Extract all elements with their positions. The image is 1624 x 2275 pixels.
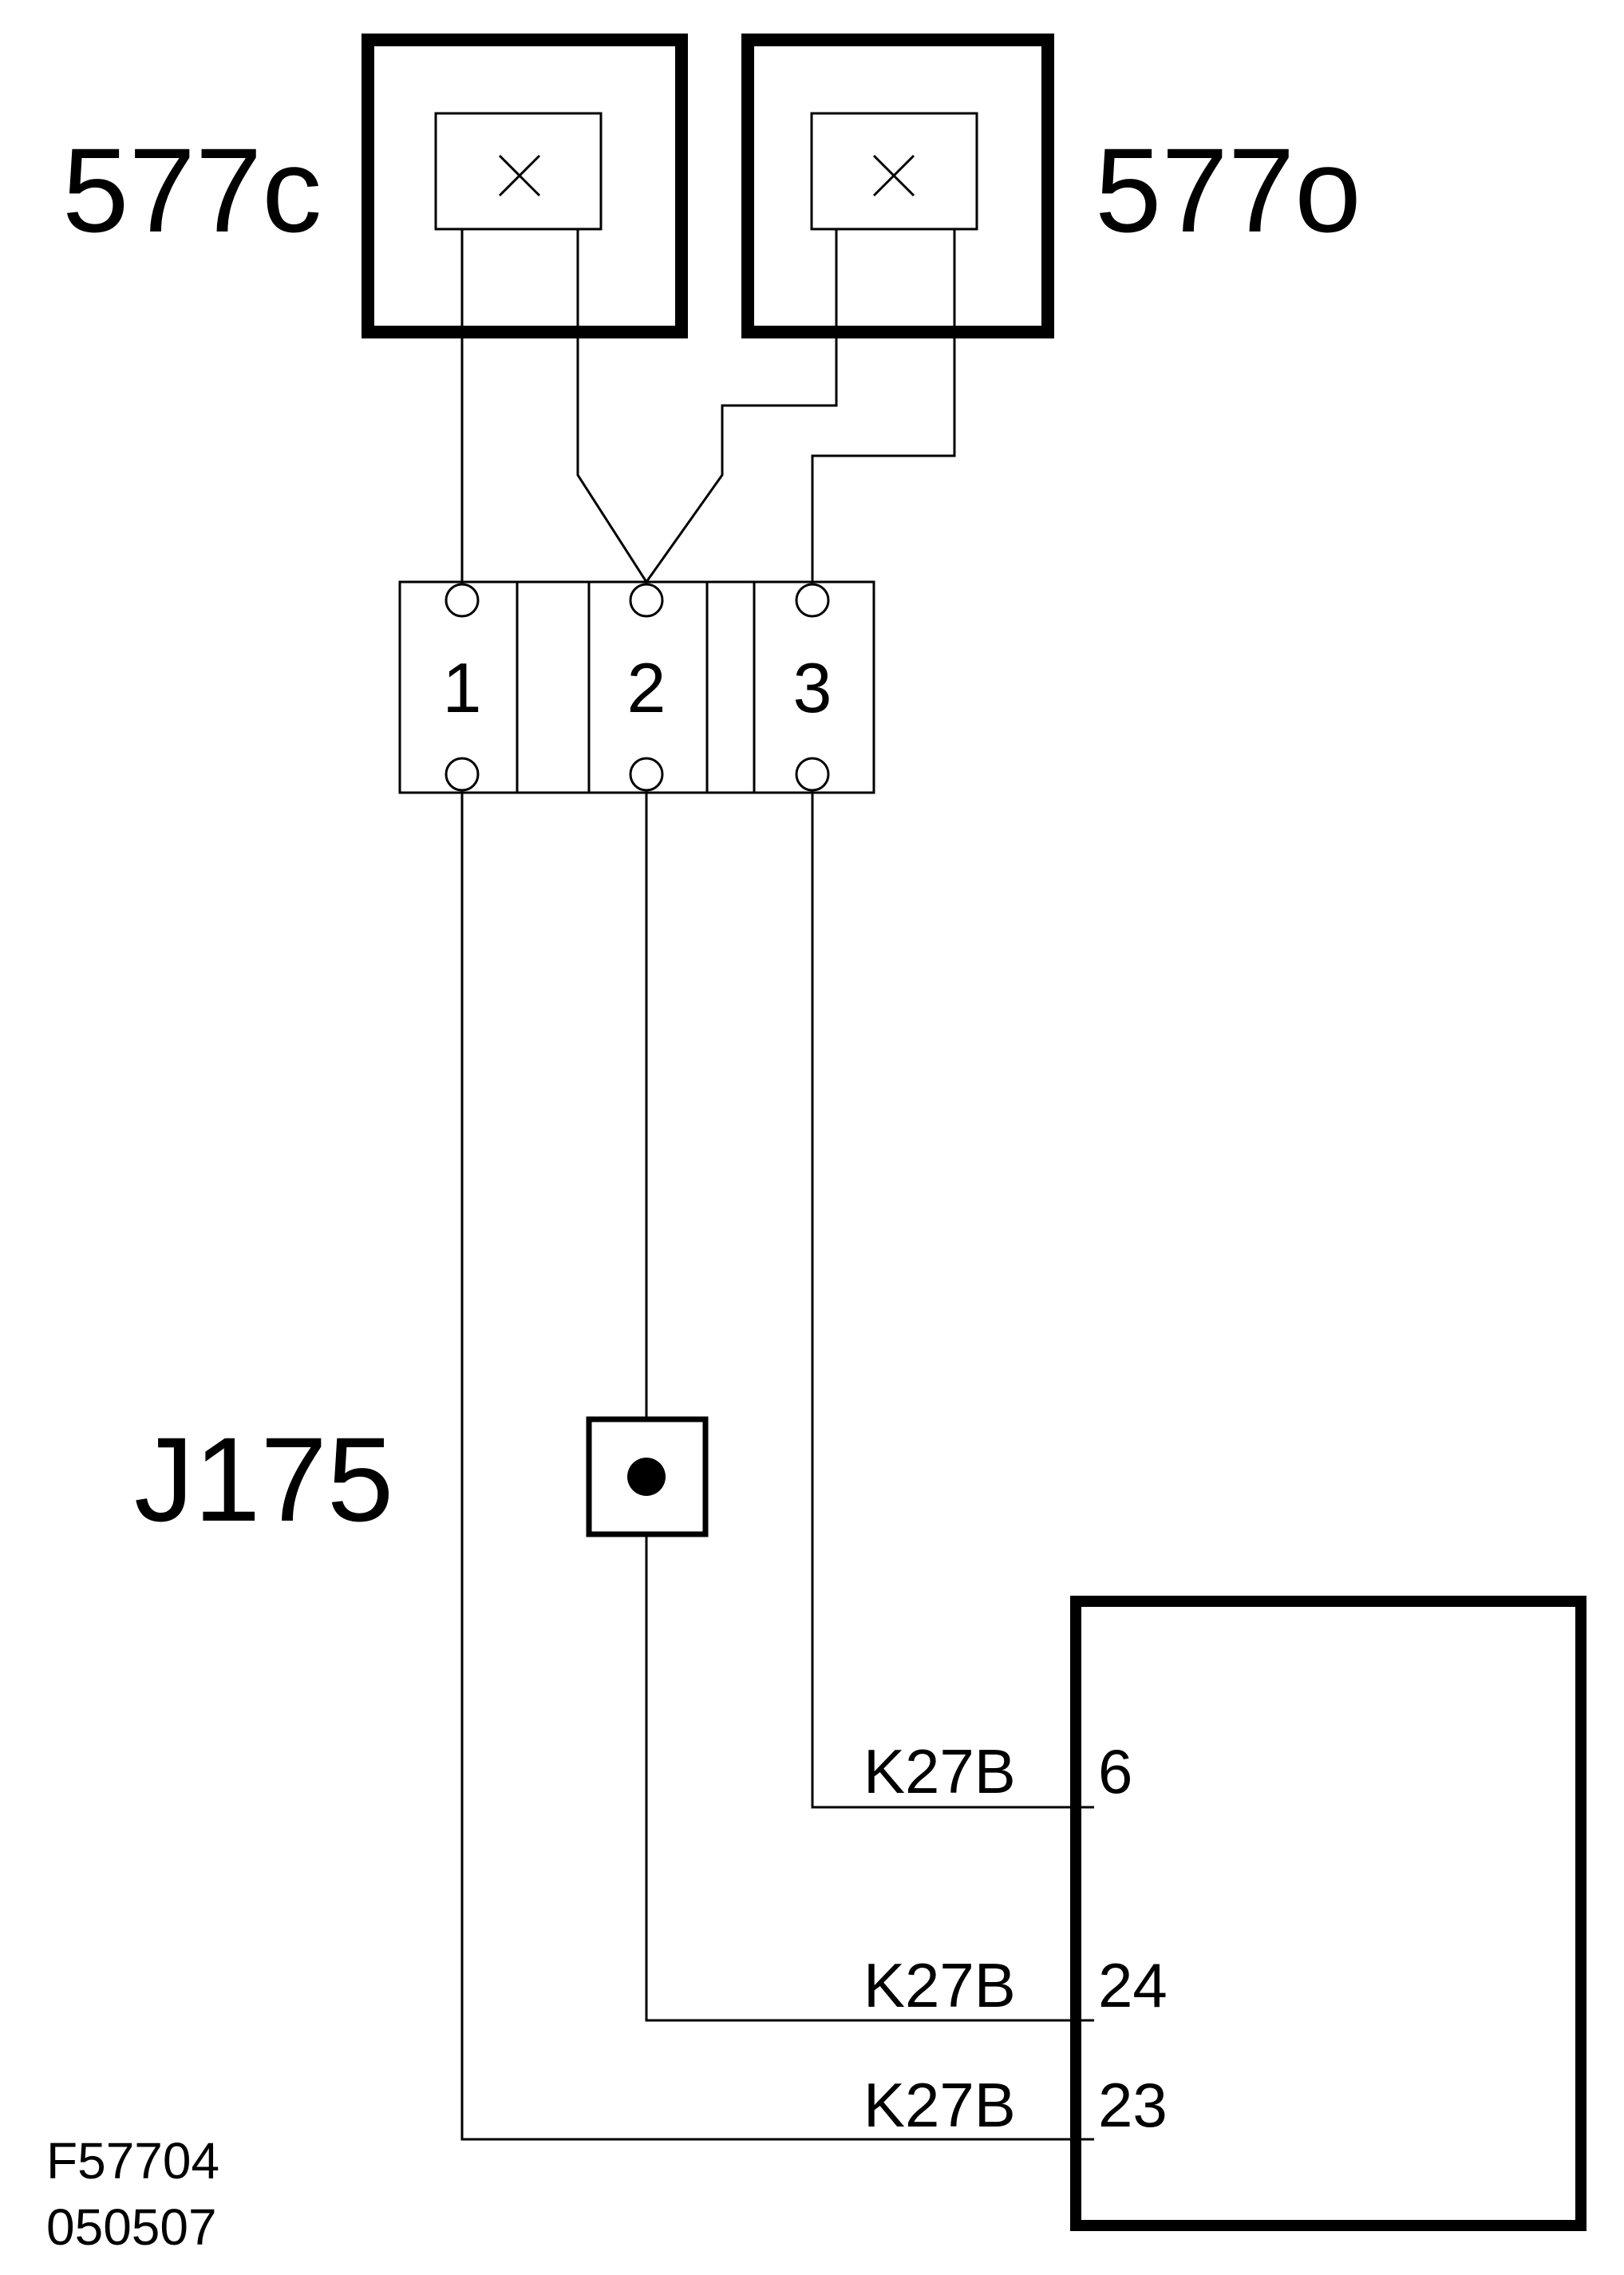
junction-j175-label: J175 xyxy=(134,1412,393,1546)
wire-pin3-to-module xyxy=(811,793,1094,1809)
wire-577c-to-pin2 xyxy=(576,229,648,583)
module-pin-label: 23 xyxy=(1098,2070,1168,2140)
wire-pin1-to-module xyxy=(460,793,1094,2141)
switch-577o-label: 577o xyxy=(1095,123,1361,257)
figure-id: F57704 xyxy=(46,2132,219,2190)
module-pin-label: 6 xyxy=(1098,1736,1132,1806)
date-code: 050507 xyxy=(46,2198,217,2256)
switch-577c-label: 577c xyxy=(62,123,322,257)
upper-wiring xyxy=(460,229,956,583)
cross-icon xyxy=(498,154,541,197)
switch-577o xyxy=(741,34,1054,338)
connector-pin-3: 3 xyxy=(793,648,832,727)
control-module xyxy=(1070,1596,1586,2231)
wire-577o-to-pin2 xyxy=(645,229,838,583)
lower-wiring xyxy=(460,793,1094,2141)
connector-block: 1 2 3 xyxy=(398,580,875,794)
pin-terminal xyxy=(445,583,830,792)
junction-j175 xyxy=(586,1416,709,1537)
wire-577o-to-pin3 xyxy=(811,229,956,582)
wire-label: K27B xyxy=(863,1950,1016,2020)
connector-pin-1: 1 xyxy=(443,648,482,727)
switch-577c xyxy=(362,34,688,338)
wire-label: K27B xyxy=(863,1736,1016,1806)
cross-icon xyxy=(872,154,915,197)
module-pin-label: 24 xyxy=(1098,1950,1168,2020)
junction-dot xyxy=(627,1458,666,1496)
wire-label: K27B xyxy=(863,2070,1016,2140)
connector-pin-2: 2 xyxy=(627,648,666,727)
wire-junction-to-module xyxy=(645,1534,1094,2022)
